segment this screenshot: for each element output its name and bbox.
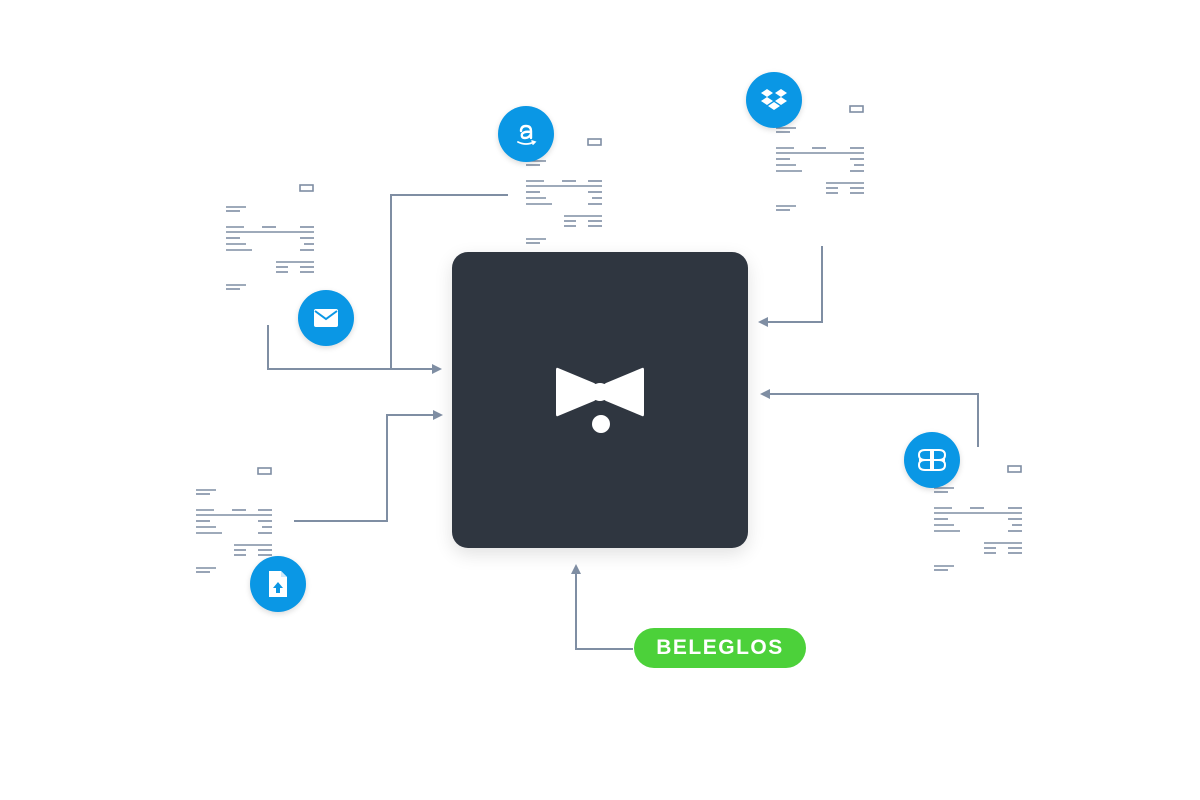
- connector-upload: [294, 410, 443, 522]
- connector-dropbox: [758, 246, 823, 327]
- beleglos-badge: BELEGLOS: [634, 628, 806, 668]
- connector-right: [760, 389, 979, 447]
- connector-badge: [571, 564, 633, 650]
- file-upload-icon: [250, 556, 306, 612]
- envelope-icon: [298, 290, 354, 346]
- amazon-logo-icon: [498, 106, 554, 162]
- connector-email: [267, 325, 442, 374]
- dropbox-logo-icon: [746, 72, 802, 128]
- connector-logo-icon: [904, 432, 960, 488]
- bowtie-icon: [556, 367, 644, 433]
- connector-amazon: [390, 194, 508, 369]
- hub-box: [452, 252, 748, 548]
